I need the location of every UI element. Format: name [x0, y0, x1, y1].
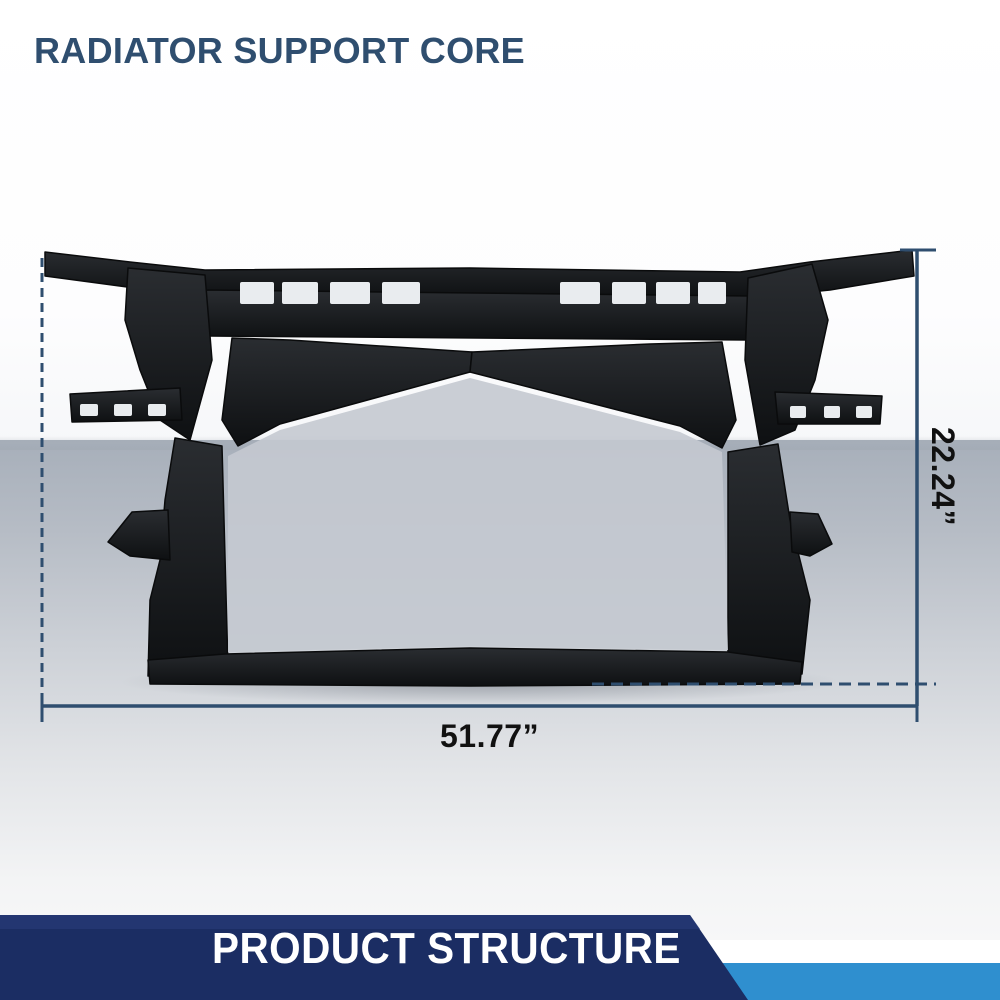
banner-shape-icon: [0, 915, 1000, 1000]
left-side-bracket: [107, 509, 171, 561]
page-title: RADIATOR SUPPORT CORE: [34, 30, 525, 71]
right-diagonal-brace: [469, 341, 737, 449]
right-side-bracket: [789, 511, 833, 557]
left-bracket: [124, 267, 213, 441]
footer-banner: [0, 915, 1000, 1000]
right-post: [727, 443, 811, 675]
dimension-lines: [40, 248, 936, 722]
width-dimension-label: 51.77”: [440, 718, 540, 754]
banner-label: PRODUCT STRUCTURE: [212, 924, 681, 973]
left-diagonal-brace: [221, 337, 473, 447]
part-openings: [80, 282, 872, 418]
height-dimension-label: 22.24”: [925, 427, 961, 527]
bottom-rail: [147, 647, 803, 687]
center-window: [228, 378, 728, 652]
